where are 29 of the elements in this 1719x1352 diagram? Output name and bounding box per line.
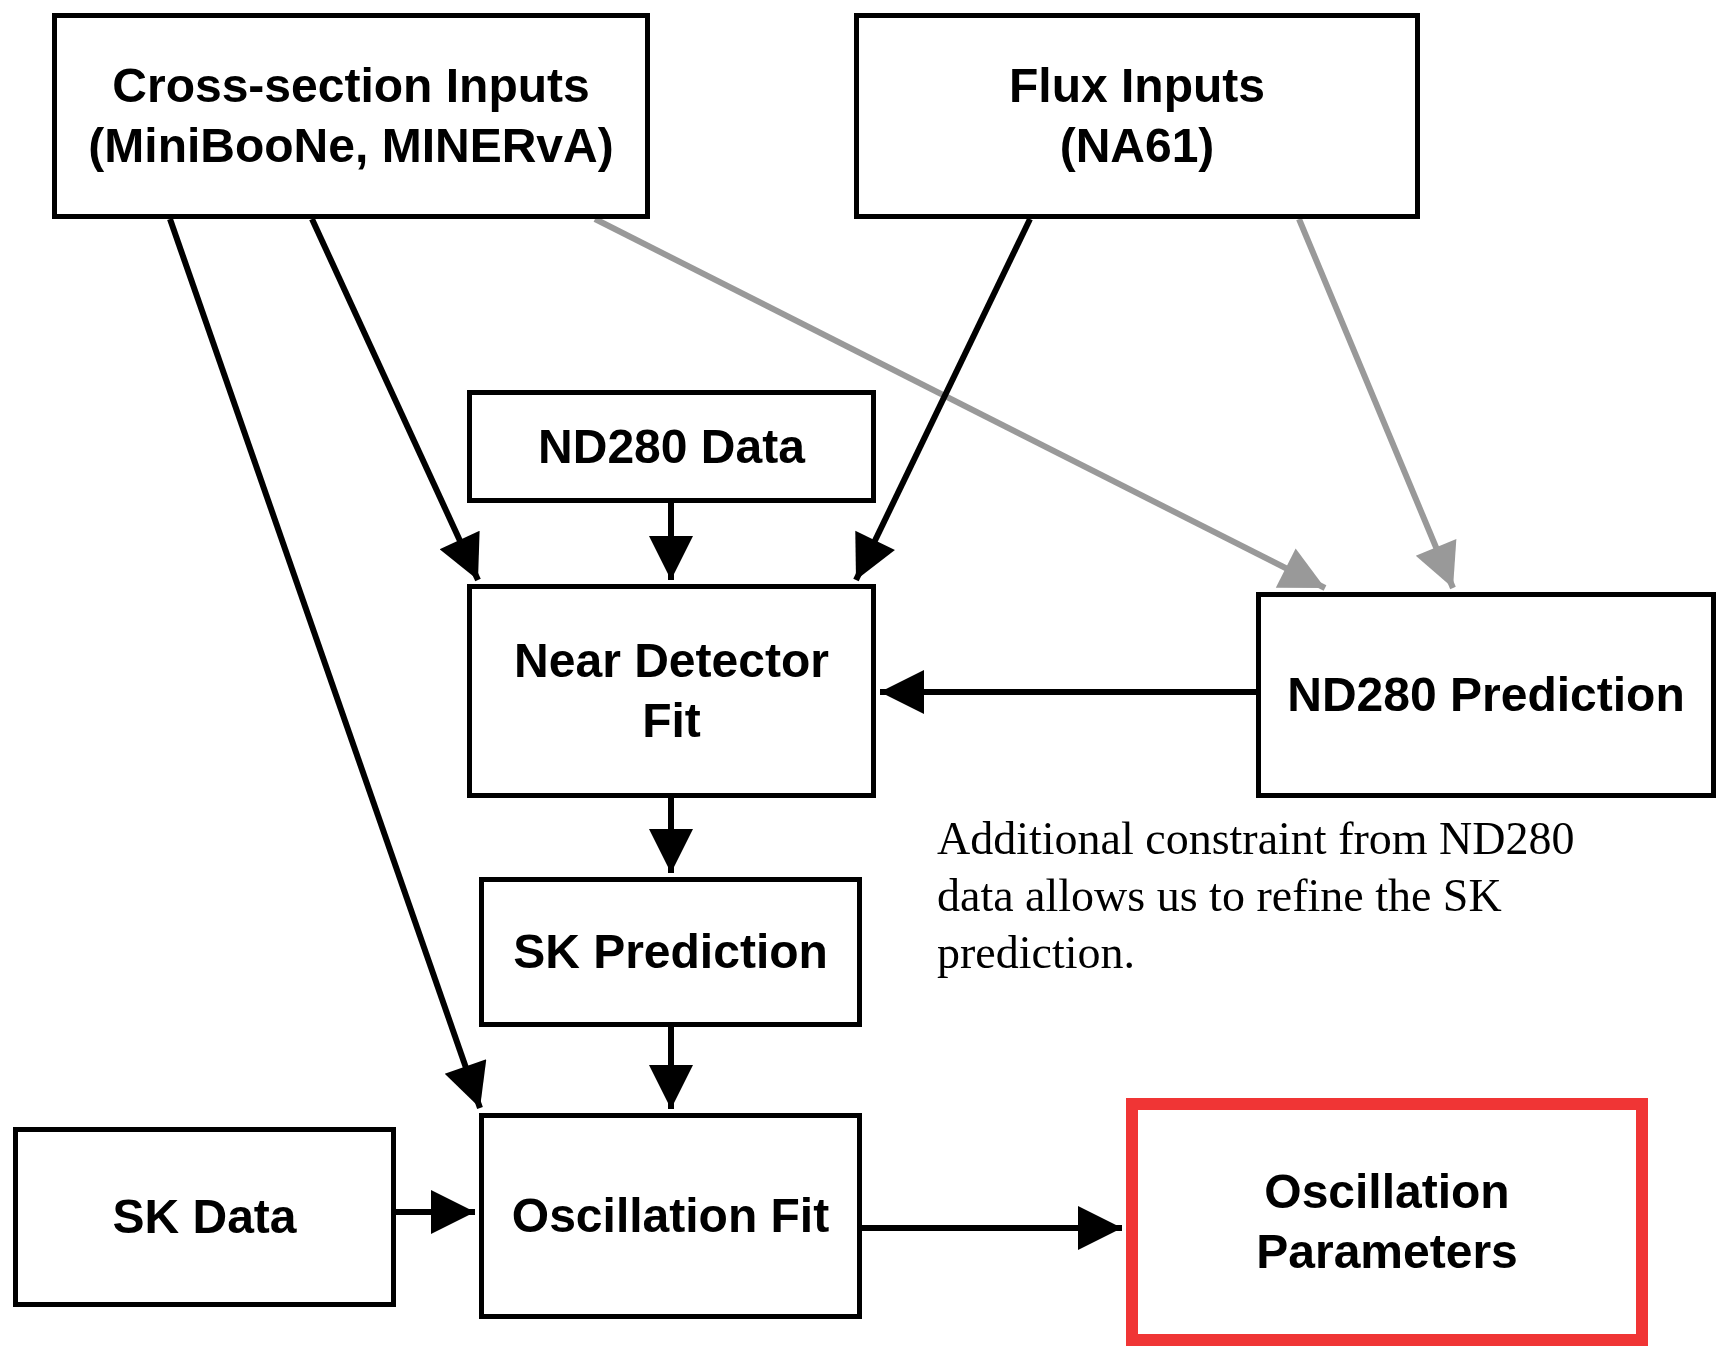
- box-label: Oscillation Fit: [511, 1188, 830, 1244]
- arrow: [853, 217, 1033, 582]
- box-label: ND280 Prediction: [1287, 667, 1685, 723]
- process-box: [1126, 1098, 1648, 1346]
- arrow: [649, 1027, 693, 1109]
- process-box: [13, 1127, 396, 1307]
- arrow: [862, 1206, 1122, 1250]
- process-box: [52, 13, 650, 219]
- arrow: [649, 798, 693, 873]
- note-text: Additional constraint from ND280 data allows us to refine the SK prediction.: [937, 812, 1576, 980]
- process-box: [479, 1113, 862, 1319]
- process-box: [479, 877, 862, 1027]
- box-label: Oscillation Parameters: [1255, 1164, 1519, 1280]
- arrow: [649, 503, 693, 580]
- box-label: Flux Inputs (NA61): [1008, 58, 1266, 174]
- process-box: [467, 390, 876, 503]
- process-box: [467, 584, 876, 798]
- arrow: [880, 670, 1256, 714]
- arrow: [1296, 217, 1457, 590]
- arrow: [309, 217, 481, 582]
- box-label: SK Prediction: [513, 924, 828, 980]
- arrow: [396, 1190, 475, 1234]
- box-label: Near Detector Fit: [513, 633, 830, 749]
- box-label: SK Data: [112, 1189, 297, 1245]
- box-label: ND280 Data: [538, 418, 805, 475]
- box-label: Cross-section Inputs (MiniBooNe, MINERvA): [87, 58, 615, 174]
- process-box: [854, 13, 1420, 219]
- arrow: [167, 218, 487, 1109]
- process-box: [1256, 592, 1716, 798]
